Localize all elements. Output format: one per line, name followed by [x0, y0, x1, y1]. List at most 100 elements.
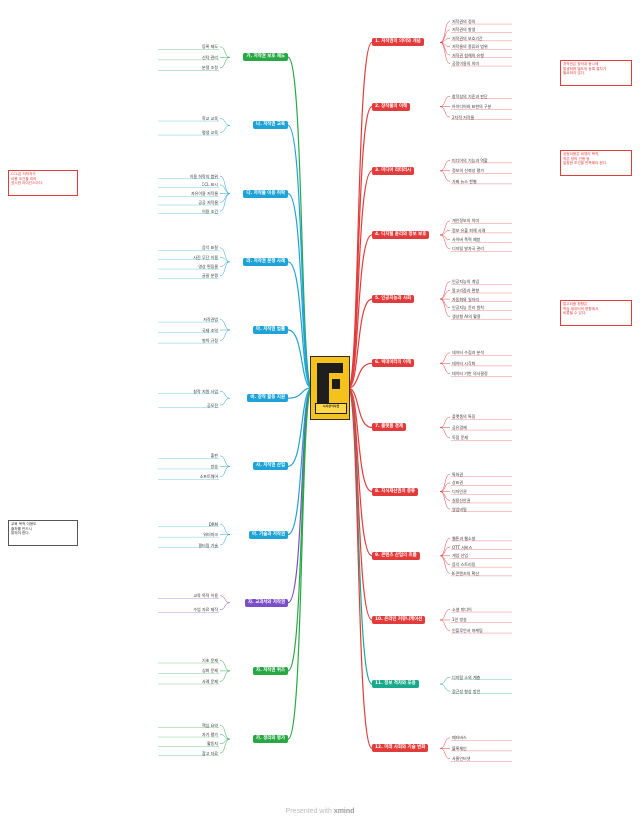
topic-leaf[interactable]: 게임 산업 — [452, 553, 468, 559]
topic-leaf[interactable]: 디지털 발자국 관리 — [452, 246, 484, 252]
branch-topic-left[interactable]: 사. 저작권 산업 — [253, 462, 288, 471]
branch-topic-right[interactable]: 4. 디지털 윤리와 정보 보호 — [372, 230, 430, 239]
topic-leaf[interactable]: 벌칙 규정 — [202, 338, 218, 343]
topic-leaf[interactable]: 이용 조건 — [202, 208, 218, 214]
topic-leaf[interactable]: 등록 제도 — [202, 44, 218, 50]
topic-leaf[interactable]: 데이터 수집과 분석 — [452, 350, 484, 356]
branch-topic-left[interactable]: 가. 저작권 보호 제도 — [243, 53, 288, 62]
topic-leaf[interactable]: 접근성 향상 방안 — [452, 688, 481, 694]
topic-leaf[interactable]: 소프트웨어 — [199, 474, 218, 480]
topic-leaf[interactable]: 공모전 — [206, 402, 218, 408]
branch-topic-left[interactable]: 나. 저작권 교육 — [253, 121, 288, 130]
topic-leaf[interactable]: OTT 서비스 — [452, 544, 473, 550]
branch-topic-right[interactable]: 12. 미래 사회와 기술 변화 — [372, 744, 429, 753]
branch-topic-right[interactable]: 6. 빅데이터의 이해 — [372, 359, 415, 368]
topic-leaf[interactable]: 디자인권 — [452, 489, 467, 495]
topic-leaf[interactable]: 평생 교육 — [202, 129, 218, 135]
callout-note[interactable]: CCL은 저작자가 이용 조건을 미리 표시한 라이선스이다. — [8, 170, 78, 196]
branch-topic-left[interactable]: 자. 교과서와 저작권 — [244, 598, 288, 607]
branch-topic-left[interactable]: 카. 정리와 평가 — [253, 735, 288, 744]
topic-leaf[interactable]: 자기 평가 — [202, 731, 218, 737]
callout-note[interactable]: 공정이용은 비영리 목적, 적은 양의 인용 등 일정한 조건을 만족해야 한다… — [560, 150, 632, 176]
topic-leaf[interactable]: 인공지능 윤리 원칙 — [452, 305, 484, 311]
topic-leaf[interactable]: 교육 목적 이용 — [193, 593, 218, 599]
topic-leaf[interactable]: 플랫폼의 특징 — [452, 414, 476, 420]
topic-leaf[interactable]: 공유경제 — [452, 424, 467, 430]
topic-leaf[interactable]: 미디어의 기능과 역할 — [452, 157, 488, 163]
topic-leaf[interactable]: CCL 표시 — [201, 182, 218, 188]
branch-topic-right[interactable]: 7. 플랫폼 경제 — [372, 423, 406, 432]
topic-leaf[interactable]: 국제 조약 — [202, 327, 218, 333]
topic-leaf[interactable]: 자동화와 일자리 — [452, 296, 480, 302]
branch-topic-right[interactable]: 9. 콘텐츠 산업의 흐름 — [372, 551, 420, 560]
topic-leaf[interactable]: 음악 표절 — [202, 245, 218, 251]
topic-leaf[interactable]: 저작권의 정의 — [452, 18, 476, 24]
topic-leaf[interactable]: DRM — [208, 521, 218, 527]
topic-leaf[interactable]: 공공 저작물 — [198, 199, 218, 205]
topic-leaf[interactable]: 생성형 AI의 활용 — [452, 314, 481, 320]
topic-leaf[interactable]: 신탁 관리 — [202, 54, 218, 60]
topic-leaf[interactable]: 방송 — [210, 463, 218, 469]
topic-leaf[interactable]: 소셜 미디어 — [452, 606, 472, 612]
branch-topic-right[interactable]: 3. 미디어 리터러시 — [372, 166, 415, 175]
branch-topic-right[interactable]: 8. 지식재산권의 종류 — [372, 487, 419, 496]
topic-leaf[interactable]: 메타버스 — [452, 735, 467, 741]
topic-leaf[interactable]: 데이터 시각화 — [452, 360, 476, 366]
topic-leaf[interactable]: 저작권의 보호기간 — [452, 35, 483, 41]
topic-leaf[interactable]: 창작성의 기준과 판단 — [452, 93, 488, 99]
topic-leaf[interactable]: 참고 자료 — [202, 750, 218, 756]
branch-topic-right[interactable]: 1. 저작권의 의미와 개념 — [372, 38, 424, 47]
topic-leaf[interactable]: 영업비밀 — [452, 506, 467, 512]
topic-leaf[interactable]: 기초 문제 — [202, 657, 218, 663]
topic-leaf[interactable]: K-콘텐츠의 확산 — [452, 570, 479, 576]
central-topic-book-cover[interactable]: 시사상식사전 — [310, 356, 350, 420]
topic-leaf[interactable]: 저작권의 발생 — [452, 27, 476, 33]
topic-leaf[interactable]: 실용신안권 — [452, 497, 471, 503]
topic-leaf[interactable]: 사이버 폭력 예방 — [452, 237, 481, 243]
topic-leaf[interactable]: 정보 유출 피해 사례 — [452, 227, 486, 233]
topic-leaf[interactable]: 개인정보의 의미 — [452, 218, 480, 224]
topic-leaf[interactable]: 심화 문제 — [202, 668, 218, 674]
topic-leaf[interactable]: 글꼴 분쟁 — [202, 273, 218, 279]
topic-leaf[interactable]: 워터마크 — [203, 532, 218, 538]
topic-leaf[interactable]: 저작물의 종류와 범위 — [452, 44, 488, 50]
branch-topic-left[interactable]: 바. 창작 활동 지원 — [247, 394, 288, 403]
topic-leaf[interactable]: 공정이용의 의미 — [452, 60, 480, 66]
topic-leaf[interactable]: 이용 허락의 범위 — [189, 173, 218, 179]
topic-leaf[interactable]: 사진 무단 이용 — [193, 254, 218, 260]
topic-leaf[interactable]: 저작권법 — [203, 317, 218, 322]
topic-leaf[interactable]: 웹툰과 웹소설 — [452, 535, 476, 541]
branch-topic-left[interactable]: 차. 저작권 퀴즈 — [253, 666, 288, 675]
topic-leaf[interactable]: 아이디어와 표현의 구분 — [452, 104, 492, 110]
topic-leaf[interactable]: 저작권 침해의 유형 — [452, 52, 484, 58]
topic-leaf[interactable]: 2차적 저작물 — [452, 114, 475, 120]
topic-leaf[interactable]: 상표권 — [452, 480, 464, 486]
topic-leaf[interactable]: 1인 방송 — [452, 617, 467, 623]
branch-topic-right[interactable]: 2. 창작물의 이해 — [372, 102, 411, 111]
branch-topic-left[interactable]: 마. 저작권 법률 — [253, 326, 288, 334]
topic-leaf[interactable]: 특허권 — [452, 471, 464, 477]
callout-note[interactable]: 저작권은 창작과 동시에 발생하며 별도의 등록 절차가 필요하지 않다. — [560, 60, 632, 86]
topic-leaf[interactable]: 핵심 요약 — [202, 722, 218, 728]
topic-leaf[interactable]: 알고리즘과 편향 — [452, 287, 480, 293]
topic-leaf[interactable]: 영상 편집물 — [198, 263, 218, 269]
branch-topic-left[interactable]: 아. 기술과 저작권 — [248, 530, 288, 539]
callout-note[interactable]: 알고리즘 편향은 학습 데이터의 편향에서 비롯될 수 있다. — [560, 300, 632, 326]
branch-topic-right[interactable]: 5. 인공지능과 사회 — [372, 295, 415, 304]
branch-topic-left[interactable]: 라. 저작권 분쟁 사례 — [243, 257, 288, 266]
branch-topic-right[interactable]: 10. 온라인 커뮤니케이션 — [372, 615, 426, 624]
callout-note[interactable]: 교육 목적 이용도 출처를 반드시 밝혀야 한다. — [8, 520, 78, 546]
branch-topic-right[interactable]: 11. 정보 격차와 포용 — [372, 680, 419, 689]
topic-leaf[interactable]: 창작 지원 사업 — [193, 388, 218, 394]
topic-leaf[interactable]: 필터링 기술 — [198, 542, 218, 548]
topic-leaf[interactable]: 디지털 소외 계층 — [452, 674, 481, 680]
topic-leaf[interactable]: 자유이용 저작물 — [190, 191, 218, 197]
topic-leaf[interactable]: 음악 스트리밍 — [452, 562, 476, 568]
topic-leaf[interactable]: 분쟁 조정 — [202, 65, 218, 71]
topic-leaf[interactable]: 정보의 신뢰성 평가 — [452, 168, 484, 174]
topic-leaf[interactable]: 사물인터넷 — [452, 756, 471, 762]
topic-leaf[interactable]: 블록체인 — [452, 745, 467, 751]
topic-leaf[interactable]: 학교 교육 — [202, 115, 218, 121]
topic-leaf[interactable]: 활동지 — [206, 741, 218, 747]
topic-leaf[interactable]: 출판 — [210, 453, 218, 459]
